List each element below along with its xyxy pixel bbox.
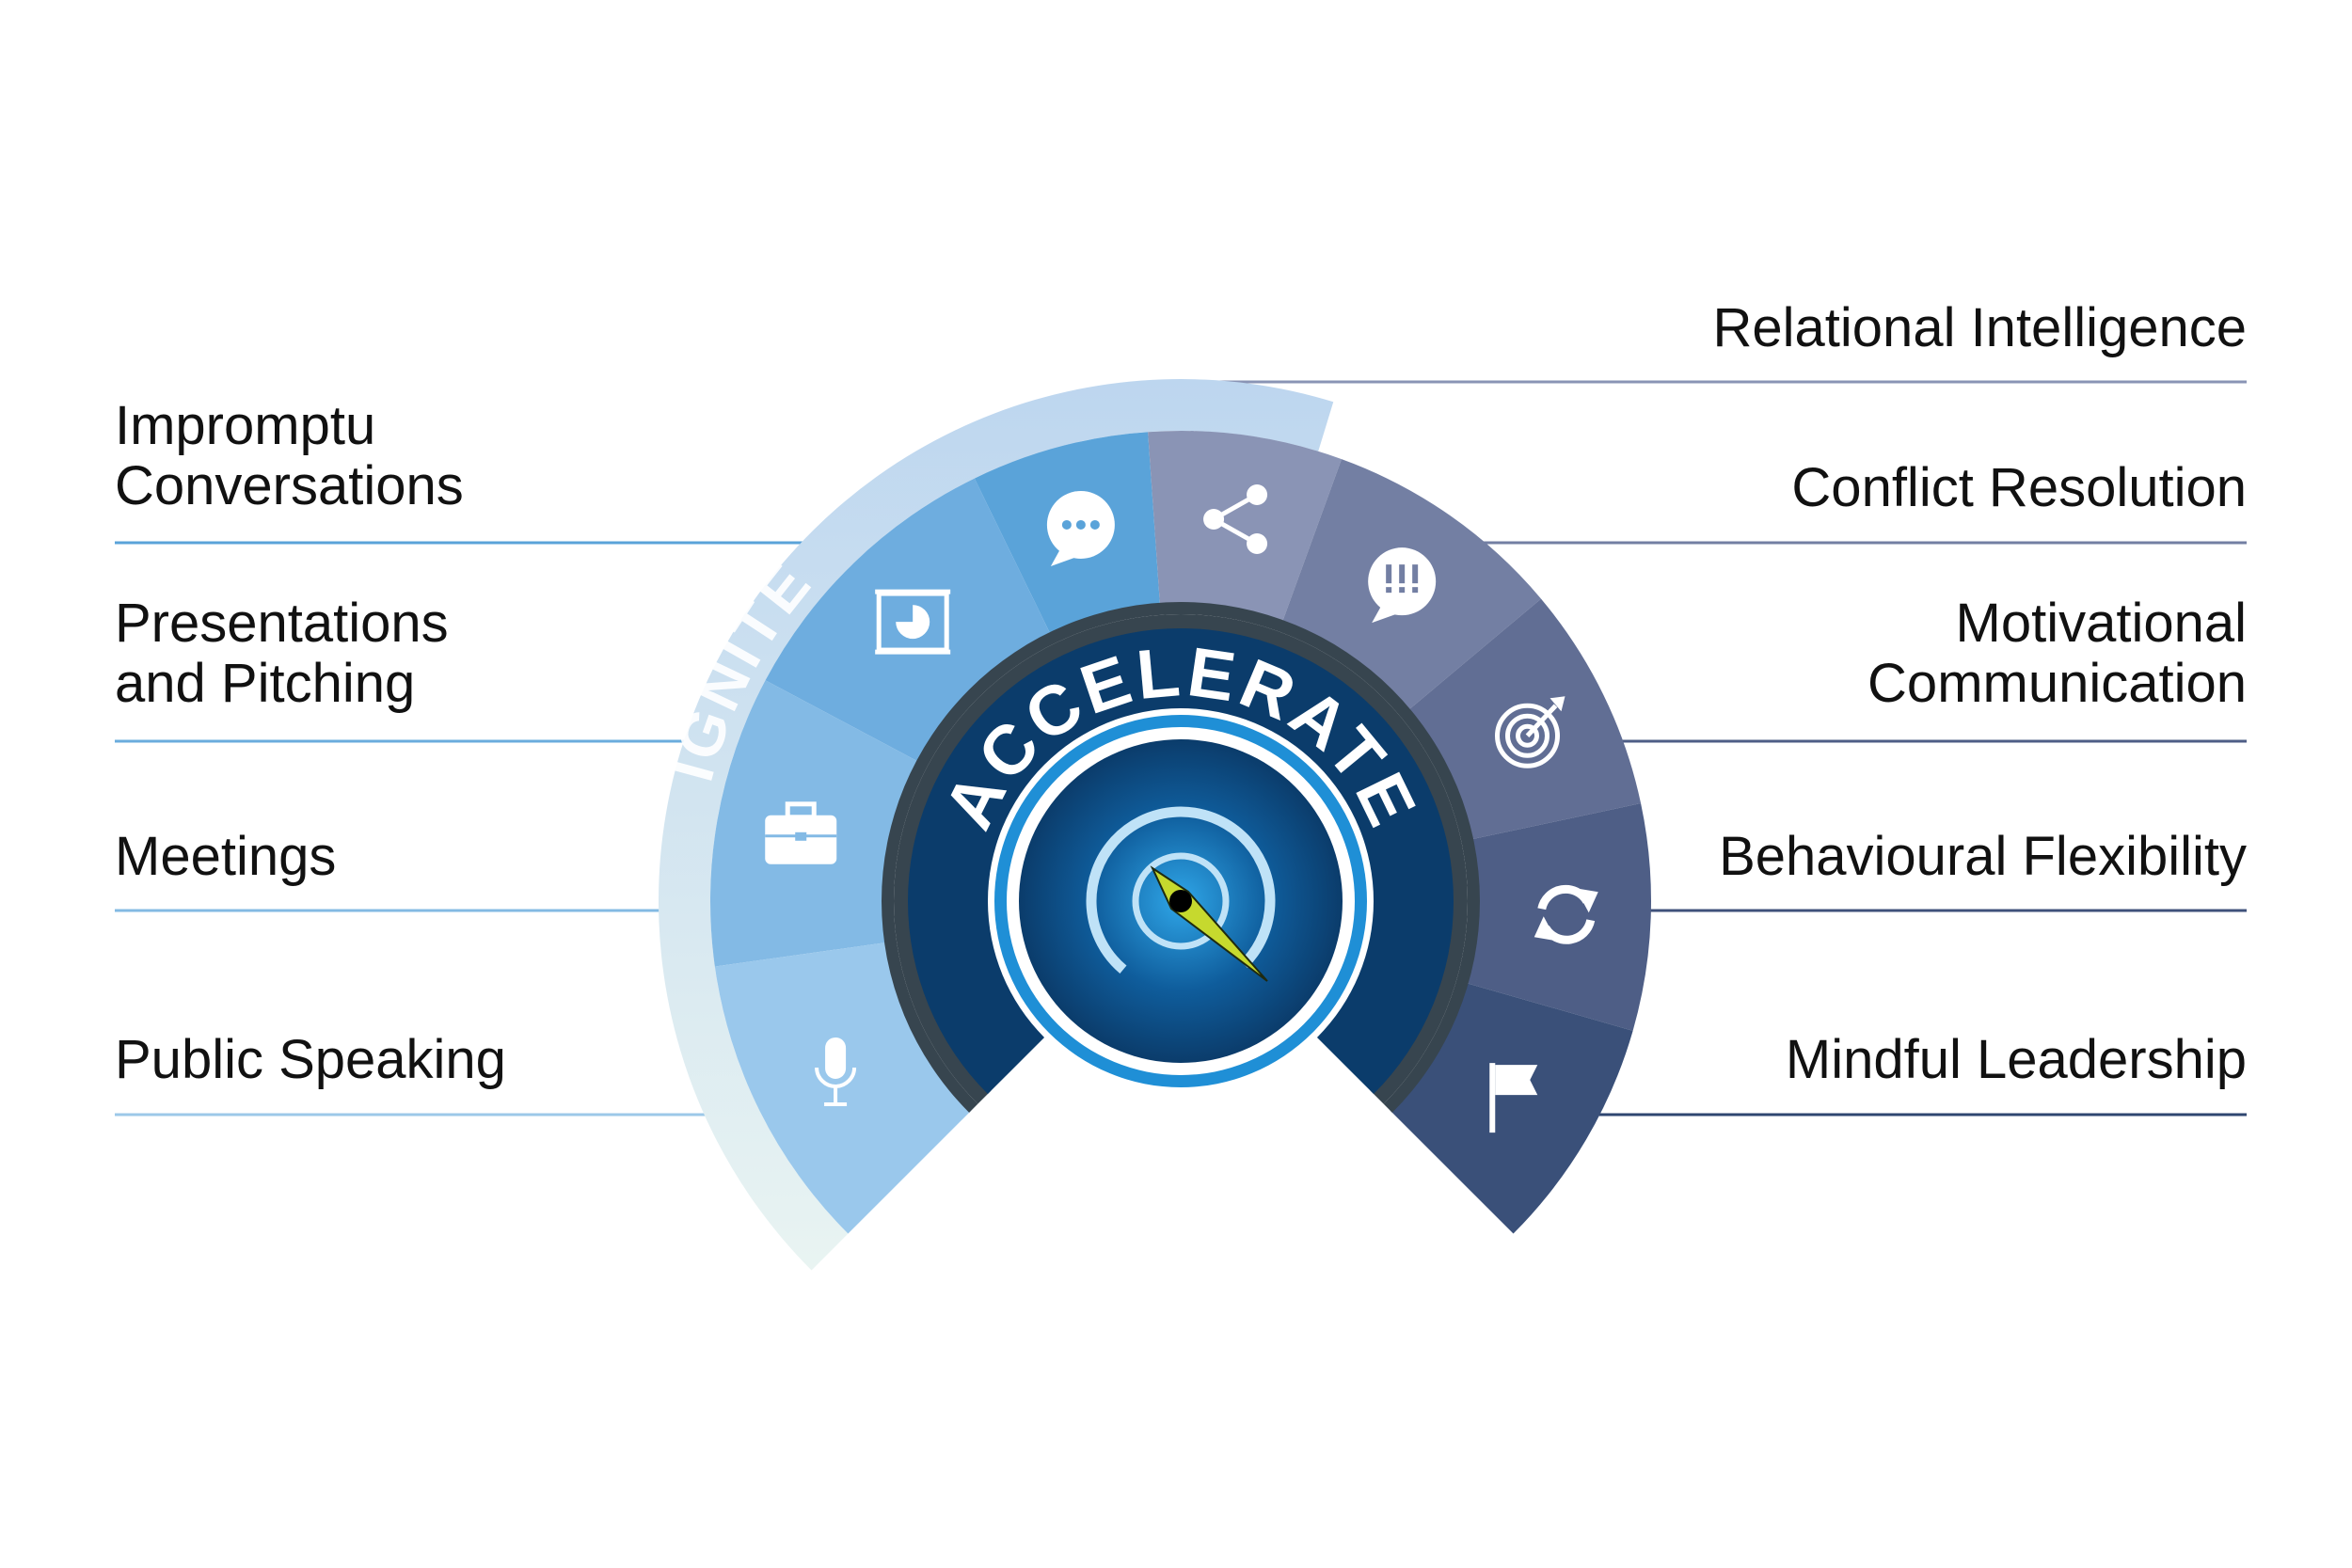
right-label-line: Behavioural Flexibility xyxy=(1719,826,2247,887)
left-label-line: and Pitching xyxy=(115,653,415,714)
flag-icon xyxy=(1489,1063,1538,1133)
left-segment-2 xyxy=(765,478,1051,763)
right-segment-4 xyxy=(1465,803,1651,1031)
target-icon xyxy=(1495,696,1565,768)
segment-icons xyxy=(765,483,1598,1133)
refresh-icon xyxy=(1534,884,1598,944)
left-label-line: Presentations xyxy=(115,593,449,654)
speech-bubble-dots-icon xyxy=(1046,490,1115,566)
right-segment-5 xyxy=(1390,982,1633,1234)
dial-bands xyxy=(659,379,1651,1271)
dial-inner-ring xyxy=(1132,852,1230,950)
briefcase-icon xyxy=(765,801,837,864)
dark-ring-inner xyxy=(893,614,1468,1104)
right-label-line: Conflict Resolution xyxy=(1791,457,2247,518)
left-label-3: Meetings xyxy=(115,826,336,887)
dial-gauge-arc xyxy=(1086,806,1276,974)
right-label-line: Mindful Leadership xyxy=(1786,1029,2247,1090)
right-label-line: Communication xyxy=(1867,653,2247,714)
right-segment-1 xyxy=(1148,431,1343,623)
microphone-icon xyxy=(815,1037,857,1106)
right-label-line: Motivational xyxy=(1956,593,2247,654)
right-label-5: Mindful Leadership xyxy=(1786,1029,2247,1090)
dial-pivot xyxy=(1169,890,1192,912)
right-label-4: Behavioural Flexibility xyxy=(1719,826,2247,887)
accelerate-band xyxy=(908,627,1454,1095)
right-segment-3 xyxy=(1407,598,1642,840)
left-label-line: Meetings xyxy=(115,826,336,887)
presentation-screen-icon xyxy=(875,589,951,655)
speech-bubble-exclamation-icon xyxy=(1368,547,1437,624)
dark-ring xyxy=(882,602,1480,1113)
dial-center xyxy=(988,708,1374,1094)
right-label-1: Relational Intelligence xyxy=(1713,297,2247,358)
left-label-line: Conversations xyxy=(115,455,464,516)
left-label-line: Impromptu xyxy=(115,395,375,456)
left-label-line: Public Speaking xyxy=(115,1029,506,1090)
left-label-4: Public Speaking xyxy=(115,1029,506,1090)
share-icon xyxy=(1203,483,1268,554)
right-label-2: Conflict Resolution xyxy=(1791,457,2247,518)
right-label-line: Relational Intelligence xyxy=(1713,297,2247,358)
